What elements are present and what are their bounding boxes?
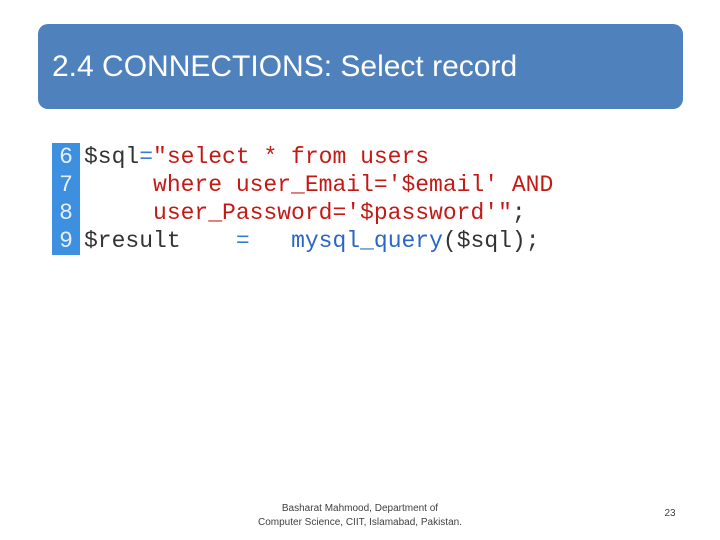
code-arguments: ($sql) <box>442 228 526 254</box>
line-number: 8 <box>52 199 80 227</box>
code-text: where user_Email='$email' AND <box>80 171 553 199</box>
code-line: 6 $sql="select * from users <box>52 143 553 171</box>
code-terminator: ; <box>525 228 540 254</box>
code-text: $sql="select * from users <box>80 143 429 171</box>
slide-title: 2.4 CONNECTIONS: Select record <box>52 49 518 83</box>
code-variable: $sql <box>84 144 140 170</box>
slide-footer: Basharat Mahmood, Department of Computer… <box>240 502 480 530</box>
code-string: "select * from users <box>153 144 430 170</box>
slide-title-banner: 2.4 CONNECTIONS: Select record <box>38 24 683 109</box>
code-function: mysql_query <box>291 228 443 254</box>
code-indent <box>84 200 153 226</box>
code-spacing <box>250 228 291 254</box>
code-text: $result = mysql_query($sql); <box>80 227 540 255</box>
footer-line-2: Computer Science, CIIT, Islamabad, Pakis… <box>258 517 462 528</box>
code-spacing <box>181 228 236 254</box>
code-operator: = <box>139 144 154 170</box>
code-terminator: ; <box>511 200 526 226</box>
footer-line-1: Basharat Mahmood, Department of <box>281 503 439 514</box>
code-indent <box>84 172 153 198</box>
line-number: 6 <box>52 143 80 171</box>
code-line: 8 user_Password='$password'"; <box>52 199 553 227</box>
line-number: 7 <box>52 171 80 199</box>
code-snippet: 6 $sql="select * from users 7 where user… <box>52 143 553 255</box>
code-operator: = <box>235 228 250 254</box>
code-string: where user_Email='$email' AND <box>153 172 554 198</box>
line-number: 9 <box>52 227 80 255</box>
code-variable: $result <box>84 228 181 254</box>
code-string: user_Password='$password'" <box>153 200 512 226</box>
code-line: 9 $result = mysql_query($sql); <box>52 227 553 255</box>
code-line: 7 where user_Email='$email' AND <box>52 171 553 199</box>
page-number: 23 <box>664 508 676 519</box>
code-text: user_Password='$password'"; <box>80 199 526 227</box>
